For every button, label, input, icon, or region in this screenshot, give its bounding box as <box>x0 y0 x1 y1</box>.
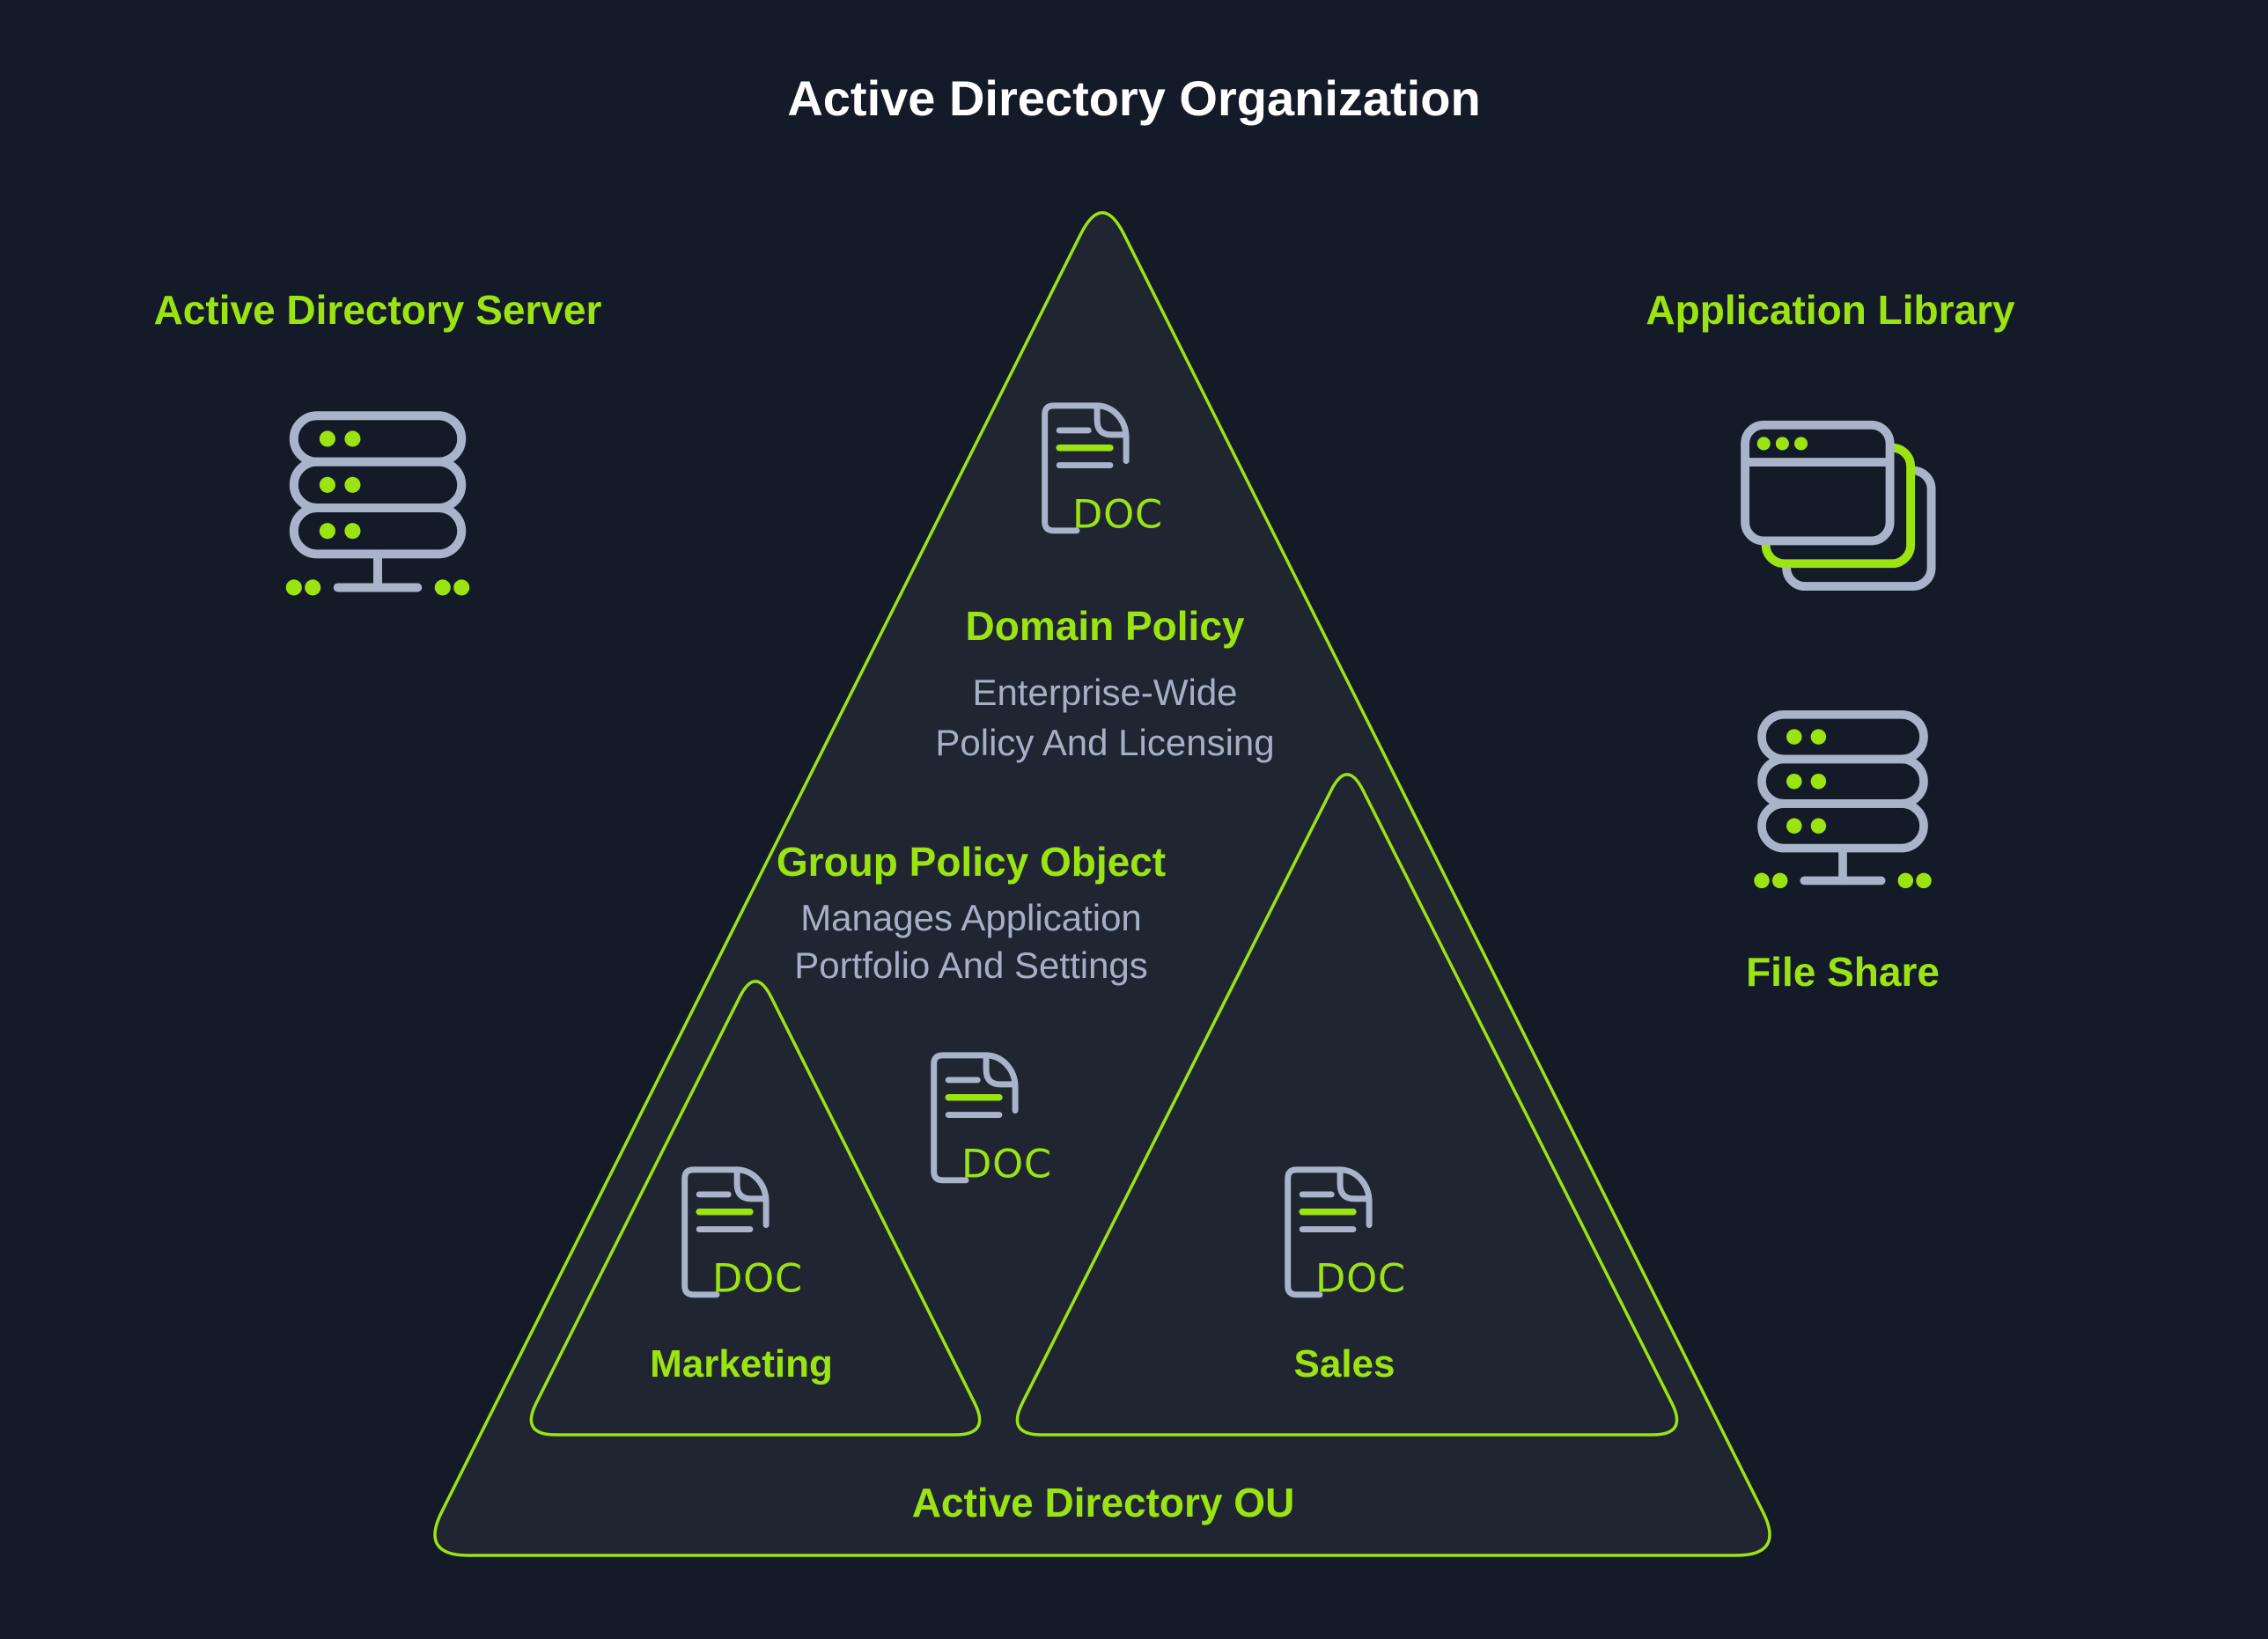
domain-policy-heading: Domain Policy <box>965 603 1245 649</box>
doc-badge: DOC <box>1072 492 1163 538</box>
domain-policy-desc-line2: Policy And Licensing <box>935 722 1275 763</box>
sales-triangle <box>1015 773 1679 1437</box>
group-policy-desc-line2: Portfolio And Settings <box>794 944 1148 986</box>
doc-file-icon: DOC <box>934 1055 1052 1187</box>
ad-server-label: Active Directory Server <box>153 287 602 333</box>
domain-policy-description: Enterprise-Wide Policy And Licensing <box>935 667 1274 768</box>
ad-ou-label: Active Directory OU <box>911 1480 1295 1525</box>
file-share-label: File Share <box>1746 949 1940 995</box>
marketing-label: Marketing <box>650 1342 833 1385</box>
window-stack-icon <box>1745 425 1932 586</box>
domain-policy-desc-line1: Enterprise-Wide <box>972 672 1238 713</box>
doc-badge: DOC <box>712 1256 803 1302</box>
group-policy-heading: Group Policy Object <box>776 839 1167 885</box>
doc-badge: DOC <box>961 1142 1052 1187</box>
marketing-triangle <box>529 980 982 1437</box>
app-library-label: Application Library <box>1646 287 2015 333</box>
sales-label: Sales <box>1293 1342 1395 1385</box>
page-title: Active Directory Organization <box>787 70 1481 126</box>
server-icon <box>286 415 469 595</box>
group-policy-description: Manages Application Portfolio And Settin… <box>794 894 1148 989</box>
doc-badge: DOC <box>1315 1256 1406 1302</box>
doc-file-icon: DOC <box>685 1170 803 1302</box>
group-policy-desc-line1: Manages Application <box>800 897 1142 938</box>
doc-file-icon: DOC <box>1045 406 1163 538</box>
doc-file-icon: DOC <box>1288 1170 1406 1302</box>
server-icon <box>1754 715 1931 888</box>
